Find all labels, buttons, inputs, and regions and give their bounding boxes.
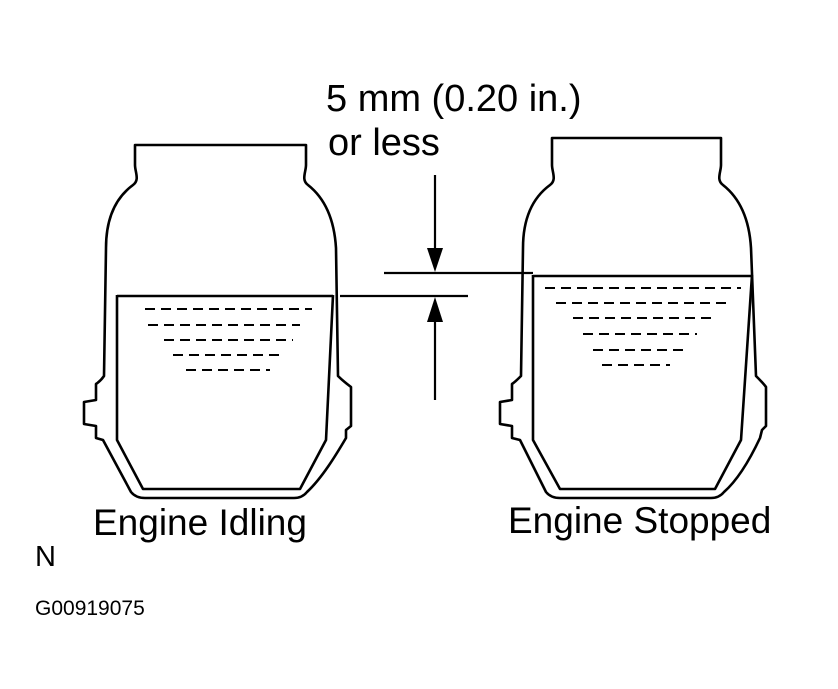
up-arrow-head: [427, 297, 443, 322]
reservoir-idling: [82, 143, 353, 500]
reservoir-stopped-fluid-dashes: [545, 287, 741, 366]
dimension-label-line1: 5 mm (0.20 in.): [326, 78, 582, 120]
level-difference-dimension: [340, 175, 533, 400]
figure-code: G00919075: [35, 597, 145, 620]
engine-stopped-caption: Engine Stopped: [508, 500, 772, 541]
reservoir-idling-inner-wall: [115, 294, 335, 491]
reservoir-idling-fluid-dashes: [145, 308, 312, 371]
down-arrow-head: [427, 248, 443, 272]
reservoir-stopped: [498, 136, 768, 500]
reservoir-stopped-inner-wall: [531, 274, 754, 491]
reservoir-idling-outline: [82, 143, 353, 500]
engine-idling-caption: Engine Idling: [93, 502, 307, 543]
reservoir-stopped-outline: [498, 136, 768, 500]
figure-marker: N: [35, 541, 56, 573]
dimension-label-line2: or less: [328, 122, 440, 164]
